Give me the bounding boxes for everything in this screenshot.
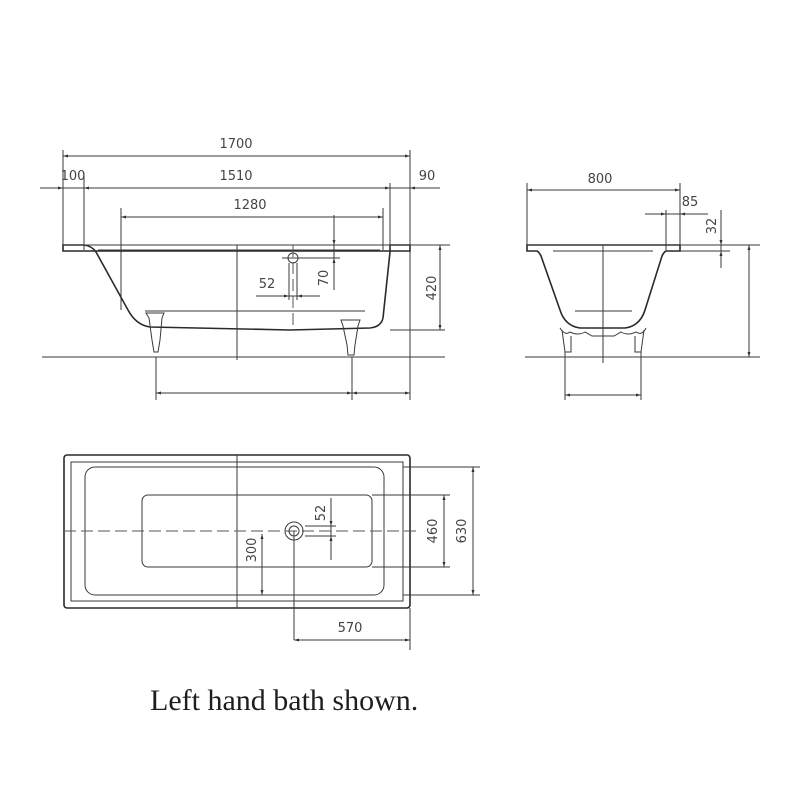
dim-waste-diameter: 52 xyxy=(314,505,329,522)
dim-rim-thickness: 32 xyxy=(705,218,720,235)
dim-bottom-length: 1280 xyxy=(233,198,266,213)
caption: Left hand bath shown. xyxy=(150,684,419,717)
dim-width: 800 xyxy=(588,172,613,187)
dim-height: 420 xyxy=(425,276,440,301)
dim-bottom-width: 460 xyxy=(426,519,441,544)
dim-overall-length: 1700 xyxy=(219,137,252,152)
dim-waste-from-end: 570 xyxy=(338,621,363,636)
dim-right-rim: 90 xyxy=(419,169,436,184)
dim-waste-from-edge: 300 xyxy=(245,538,260,563)
dim-rim-width: 85 xyxy=(682,195,699,210)
dim-overflow-height: 70 xyxy=(317,270,332,287)
dim-inner-length: 1510 xyxy=(219,169,252,184)
dim-left-rim: 100 xyxy=(61,169,86,184)
plan-view: 52 300 460 630 570 xyxy=(63,454,480,650)
side-view: 1700 100 1510 90 1280 70 xyxy=(40,137,450,400)
end-view: 800 85 32 xyxy=(525,172,760,400)
dim-inner-width: 630 xyxy=(455,519,470,544)
dim-waste-offset: 52 xyxy=(259,277,276,292)
